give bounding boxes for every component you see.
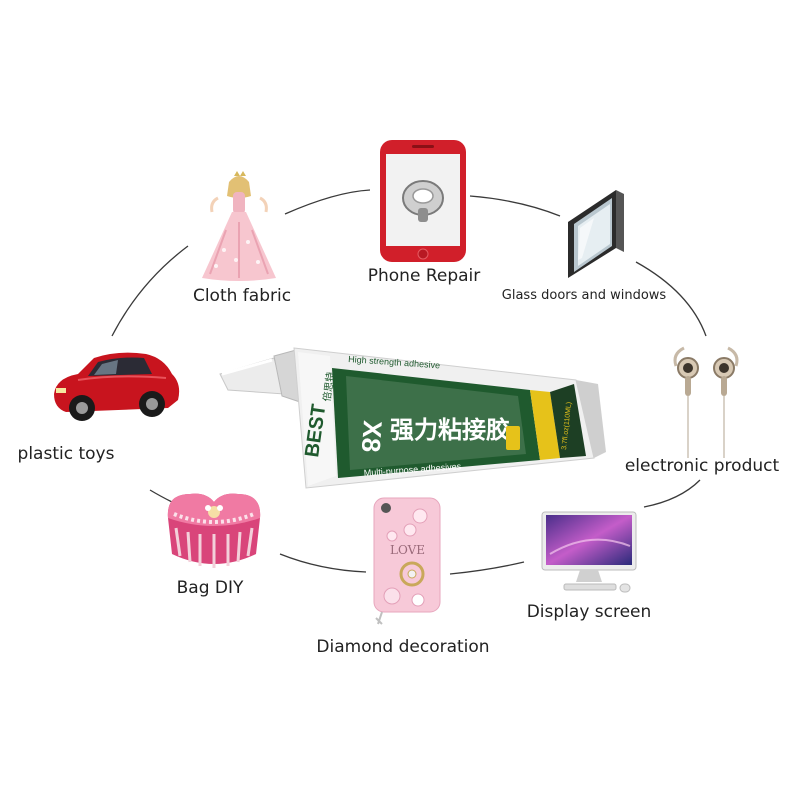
label-bag-diy: Bag DIY	[176, 578, 244, 598]
tube-brand-cn: 倍思特	[320, 371, 337, 403]
decorated-phone-case-icon: LOVE	[373, 497, 441, 625]
label-diamond-decoration: Diamond decoration	[316, 637, 490, 657]
tube-label-band	[332, 368, 540, 478]
glue-tube: BEST 倍思特 High strength adhesive Multi-pu…	[219, 347, 606, 489]
tube-badge	[506, 426, 520, 450]
arc-electronic-display	[643, 479, 701, 508]
svg-text:LOVE: LOVE	[390, 543, 425, 557]
toy-car-icon	[54, 352, 180, 421]
arc-toys-fabric	[111, 245, 189, 337]
tube-model: X8	[356, 420, 388, 454]
label-plastic-toys: plastic toys	[17, 444, 115, 464]
arc-phone-glass	[469, 195, 561, 217]
label-glass-doors: Glass doors and windows	[501, 288, 667, 303]
glass-pane-icon	[568, 190, 624, 278]
label-display-screen: Display screen	[526, 602, 652, 622]
monitor-icon	[541, 511, 637, 593]
jewel-box-icon	[167, 493, 261, 568]
label-cloth-fabric: Cloth fabric	[192, 286, 292, 306]
red-phone-icon	[380, 140, 466, 262]
earphones-icon	[673, 346, 739, 458]
arc-diamond-bag	[279, 553, 367, 573]
doll-dress-icon	[202, 171, 276, 281]
arc-display-diamond	[449, 561, 525, 575]
arc-glass-earphones	[635, 261, 707, 337]
tube-side-text: 3.7fl.oz(110ML)	[561, 402, 573, 451]
label-phone-repair: Phone Repair	[367, 266, 481, 286]
label-electronic-product: electronic product	[624, 456, 780, 476]
tube-name-cn: 强力粘接胶	[390, 416, 510, 444]
arc-toys-bag	[149, 489, 173, 503]
arc-fabric-phone	[284, 189, 371, 215]
